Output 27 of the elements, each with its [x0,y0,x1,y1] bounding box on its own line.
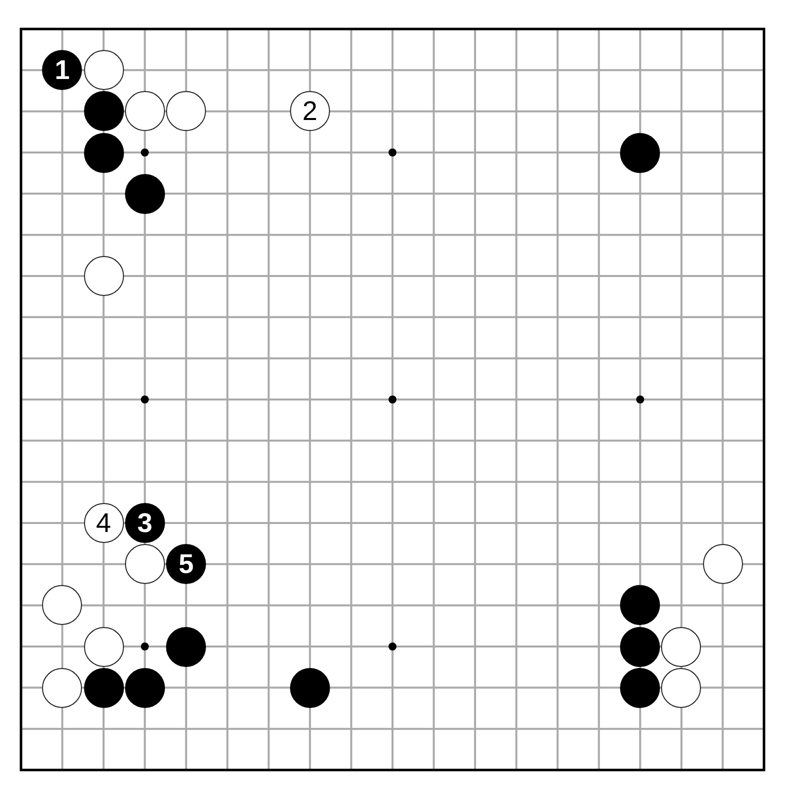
go-stone [124,668,165,708]
go-stone: 5 [166,544,206,584]
go-stone: 1 [42,50,82,90]
go-stone [620,585,660,626]
go-stone: 2 [290,91,330,132]
go-stone [661,626,702,666]
go-stone [84,626,124,666]
go-stone: 4 [84,503,124,543]
go-stone [620,626,660,666]
go-stone [42,585,82,626]
go-stone: 3 [124,503,165,543]
go-stone [84,256,124,296]
go-stone [620,668,660,708]
go-stone [661,668,702,708]
go-stone [84,50,124,90]
go-stone [42,668,82,708]
go-stone [166,626,206,666]
go-stone [124,544,165,584]
go-stone [290,668,330,708]
go-stone [124,91,165,132]
go-stone [84,91,124,132]
go-stone [84,132,124,172]
go-stone [620,132,660,172]
go-stone [702,544,743,584]
go-stone [84,668,124,708]
go-stone [124,174,165,214]
go-stone [166,91,206,132]
